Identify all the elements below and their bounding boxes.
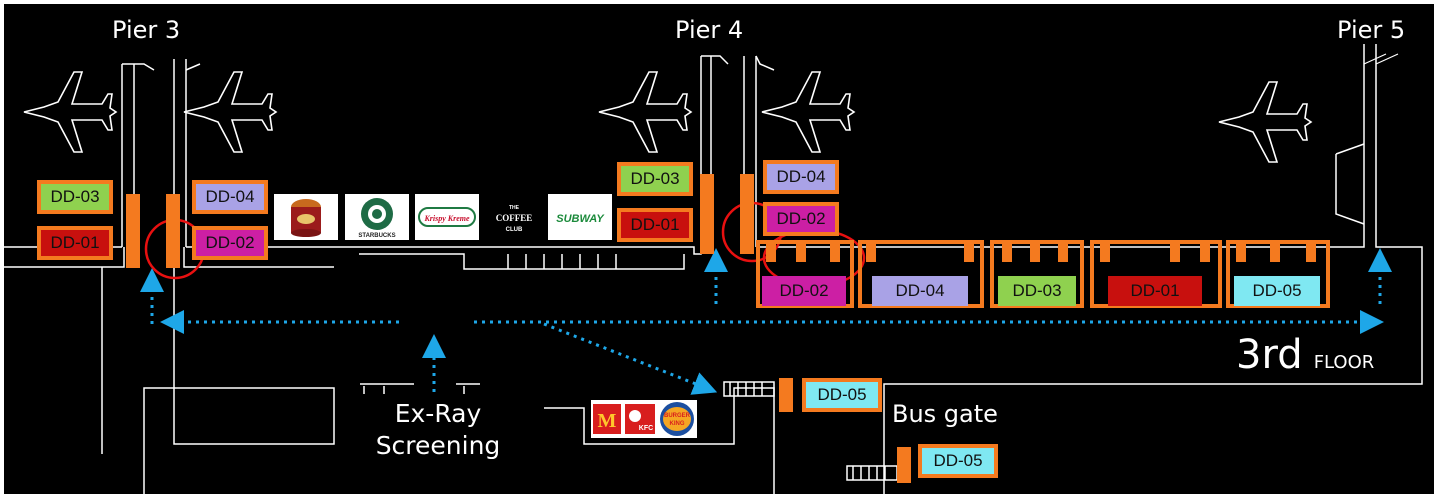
gate-frame: DD-01: [1090, 240, 1222, 308]
jetway-marker: [779, 378, 793, 412]
popcorn-tin-icon[interactable]: [274, 194, 338, 240]
gate-dd-02[interactable]: DD-02: [763, 202, 839, 236]
svg-text:THE: THE: [509, 205, 520, 211]
jetway-marker: [700, 174, 714, 254]
gate-dd-02[interactable]: DD-02: [762, 276, 846, 306]
gate-dd-03[interactable]: DD-03: [37, 180, 113, 214]
gate-dd-03[interactable]: DD-03: [998, 276, 1076, 306]
gate-dd-01[interactable]: DD-01: [617, 208, 693, 242]
svg-text:BURGER: BURGER: [664, 413, 691, 419]
gate-dd-04[interactable]: DD-04: [872, 276, 968, 306]
walking-route: [140, 248, 1392, 395]
coffee-club-logo[interactable]: THE COFFEE CLUB: [484, 194, 544, 240]
burger-king-logo: BURGER KING: [660, 402, 694, 436]
subway-logo[interactable]: SUBWAY: [548, 194, 612, 240]
gate-dd-03[interactable]: DD-03: [617, 162, 693, 196]
airplane-icon: [23, 71, 1313, 163]
jetway-marker: [897, 447, 911, 483]
gate-frame: DD-03: [990, 240, 1084, 308]
kfc-logo: KFC: [625, 404, 655, 434]
svg-text:SUBWAY: SUBWAY: [556, 213, 605, 225]
svg-text:M: M: [598, 410, 617, 432]
gate-dd-01[interactable]: DD-01: [37, 226, 113, 260]
gate-frame: DD-02: [756, 240, 854, 308]
svg-text:KING: KING: [670, 421, 685, 427]
mcdonalds-logo: M: [593, 404, 621, 434]
gate-dd-05[interactable]: DD-05: [1234, 276, 1320, 306]
pier-4-label: Pier 4: [675, 16, 744, 44]
terminal-outline: [4, 44, 1423, 494]
fast-food-logos: M KFC BURGER KING: [591, 400, 697, 438]
krispy-kreme-logo[interactable]: Krispy Kreme: [415, 194, 479, 240]
svg-text:Krispy Kreme: Krispy Kreme: [423, 214, 470, 223]
floor-plan: [4, 44, 1423, 494]
gate-dd-02[interactable]: DD-02: [192, 226, 268, 260]
gate-frame: DD-04: [858, 240, 984, 308]
gate-dd-01[interactable]: DD-01: [1108, 276, 1202, 306]
gate-dd-05[interactable]: DD-05: [802, 378, 882, 412]
svg-text:STARBUCKS: STARBUCKS: [358, 233, 395, 239]
terminal-map: Pier 3 Pier 4 Pier 5 DD-03 DD-01 DD-04 D…: [4, 4, 1434, 494]
starbucks-logo[interactable]: STARBUCKS: [345, 194, 409, 240]
svg-text:KFC: KFC: [639, 425, 653, 432]
svg-text:CLUB: CLUB: [506, 227, 523, 233]
jetway-marker: [740, 174, 754, 254]
gate-dd-04[interactable]: DD-04: [763, 160, 839, 194]
xray-screening-label: Ex-Ray Screening: [375, 399, 501, 460]
floor-label: 3rd FLOOR: [1236, 332, 1375, 378]
gate-dd-05[interactable]: DD-05: [918, 444, 998, 478]
jetway-marker: [126, 194, 140, 268]
gate-dd-04[interactable]: DD-04: [192, 180, 268, 214]
gate-frame: DD-05: [1226, 240, 1330, 308]
jetway-marker: [166, 194, 180, 268]
pier-5-label: Pier 5: [1337, 16, 1406, 44]
bus-gate-label: Bus gate: [892, 400, 998, 428]
svg-text:COFFEE: COFFEE: [496, 213, 533, 223]
pier-3-label: Pier 3: [112, 16, 181, 44]
